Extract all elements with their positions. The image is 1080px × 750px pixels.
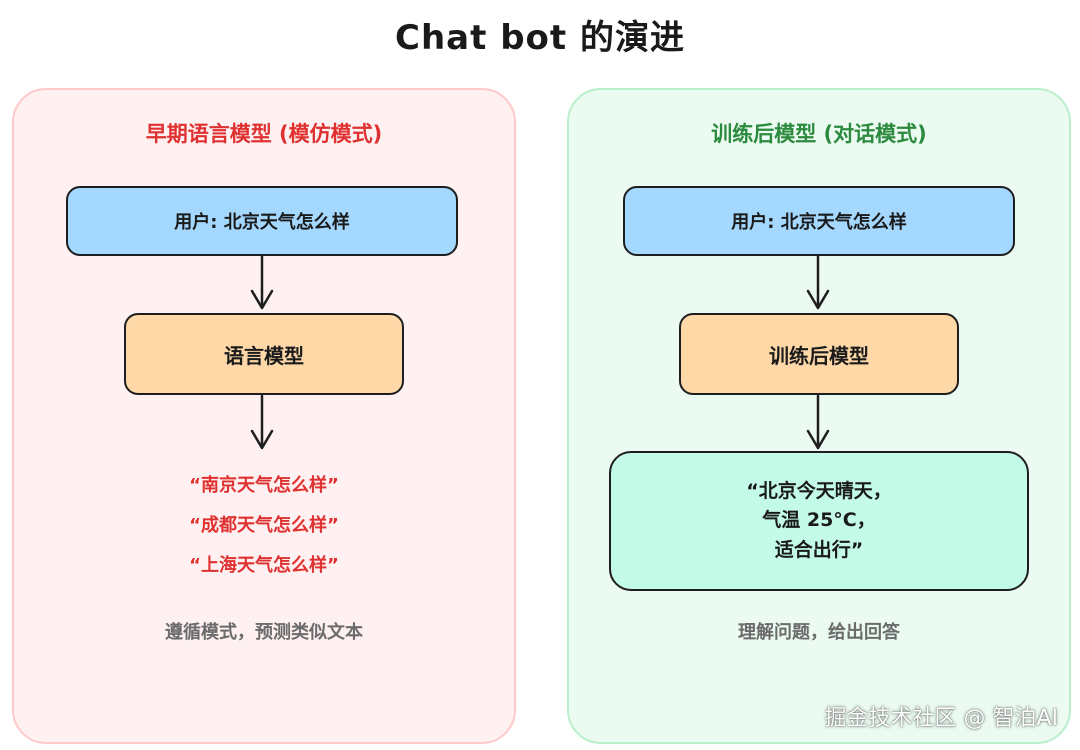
model-reply-box: “北京今天晴天， 气温 25°C， 适合出行” [609,451,1029,591]
diagram-title: Chat bot 的演进 [395,18,685,58]
trained-model-heading: 训练后模型 (对话模式) [711,122,927,146]
early-model-heading: 早期语言模型 (模仿模式) [145,122,383,146]
predicted-output-3: “上海天气怎么样” [189,555,339,576]
predicted-outputs: “南京天气怎么样” “成都天气怎么样” “上海天气怎么样” [14,466,514,586]
right-caption: 理解问题，给出回答 [738,622,900,643]
watermark: 掘金技术社区 @ 智泊AI [824,706,1058,731]
trained-model-panel: 训练后模型 (对话模式) 用户: 北京天气怎么样 训练后模型 “北京今天晴天， … [567,88,1071,744]
predicted-output-2: “成都天气怎么样” [189,515,339,536]
left-caption: 遵循模式，预测类似文本 [165,622,363,643]
left-user-query-box: 用户: 北京天气怎么样 [66,186,458,256]
trained-model-box: 训练后模型 [679,313,959,395]
predicted-output-1: “南京天气怎么样” [189,475,339,496]
right-user-query-box: 用户: 北京天气怎么样 [623,186,1015,256]
early-model-panel: 早期语言模型 (模仿模式) 用户: 北京天气怎么样 语言模型 “南京天气怎么样”… [12,88,516,744]
language-model-box: 语言模型 [124,313,404,395]
